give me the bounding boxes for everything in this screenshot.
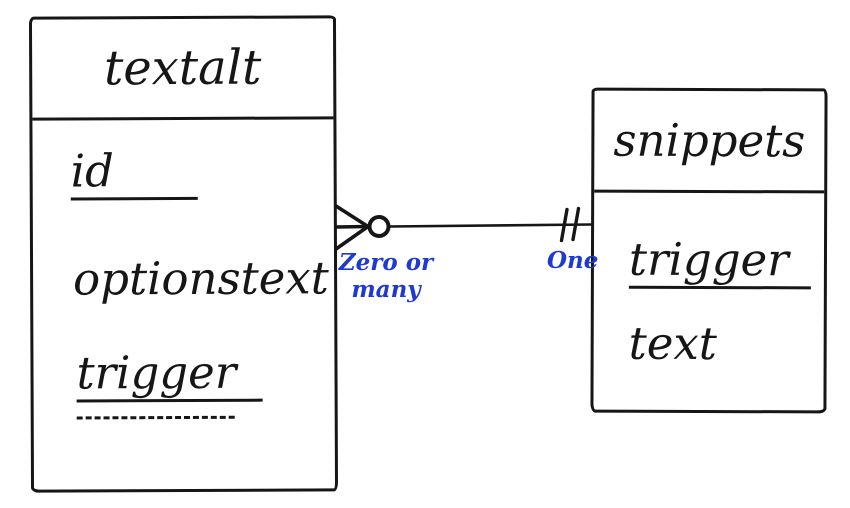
field-trigger: trigger	[628, 233, 811, 290]
entity-snippets-header: snippets	[594, 90, 825, 194]
field-text: text	[628, 316, 717, 371]
crow-foot-icon	[334, 204, 370, 251]
zero-circle-icon	[367, 215, 391, 238]
field-id: id	[71, 144, 198, 201]
cardinality-label-zero-or-many: Zero or many	[336, 249, 436, 303]
relationship-line	[387, 223, 593, 228]
trigger-dashed-underline	[76, 415, 235, 420]
field-optionstext: optionstext	[72, 251, 329, 306]
cardinality-label-zero-or-many-line2: many	[351, 276, 421, 303]
one-double-tick-icon	[559, 206, 581, 243]
entity-textalt-header: textalt	[31, 18, 334, 121]
entity-textalt: textalt id optionstext trigger	[28, 15, 339, 493]
entity-textalt-title: textalt	[103, 39, 262, 97]
cardinality-label-one: One	[547, 247, 599, 274]
cardinality-label-zero-or-many-line1: Zero or	[338, 249, 434, 276]
entity-snippets-title: snippets	[613, 113, 806, 168]
field-trigger: trigger	[76, 346, 263, 403]
entity-snippets: snippets trigger text	[590, 87, 828, 414]
